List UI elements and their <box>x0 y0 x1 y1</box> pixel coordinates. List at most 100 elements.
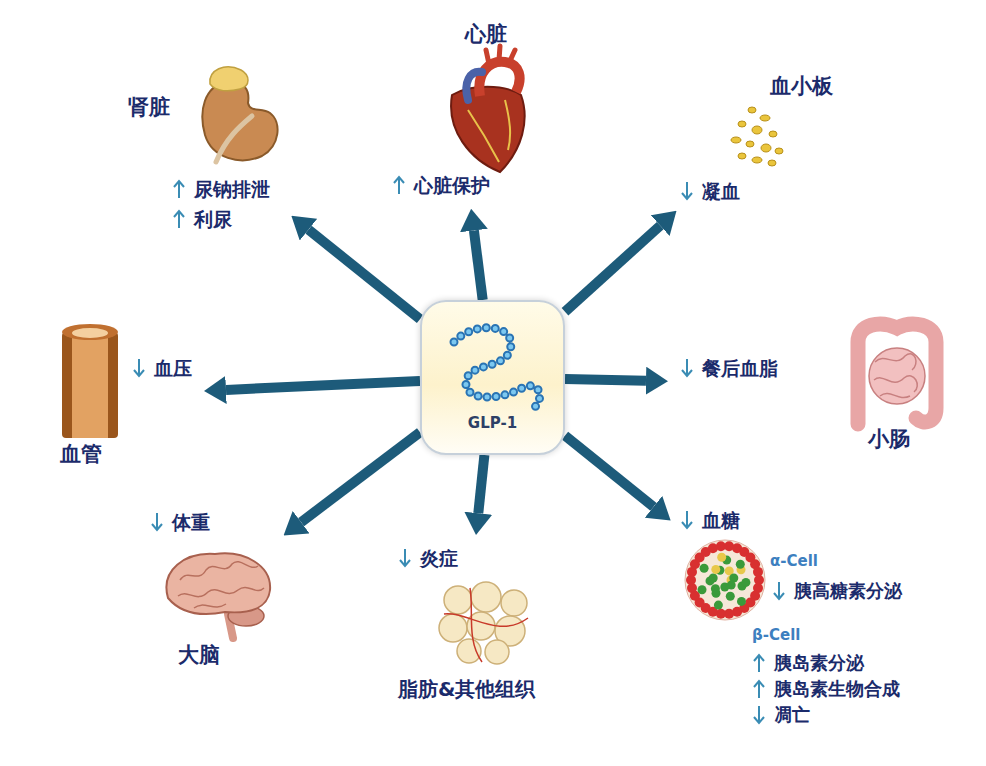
effect-row: 餐后血脂 <box>680 357 778 380</box>
decrease-arrow <box>680 510 694 530</box>
effect-row: 胰岛素分泌 <box>752 652 864 674</box>
arrow-glyph-stroke <box>682 182 692 199</box>
beta-cell-dot <box>720 583 729 592</box>
decrease-arrow <box>150 512 164 532</box>
arrow-glyph-stroke <box>682 511 692 528</box>
platelet <box>760 115 770 121</box>
effect-row: 尿钠排泄 <box>172 178 270 201</box>
decrease-arrow <box>680 358 694 378</box>
arrow-glyph-stroke <box>394 177 404 194</box>
beta-cell-dot <box>717 553 726 562</box>
organ-group: 血小板凝血 <box>680 74 833 203</box>
platelet <box>748 107 756 113</box>
effect-row: 凋亡 <box>752 704 810 726</box>
cell-type-label: α-Cell <box>770 552 818 570</box>
fat-illustration <box>439 582 528 664</box>
effect-text: 凋亡 <box>774 704 810 726</box>
effect-arrow <box>309 230 421 320</box>
arrow-glyph-stroke <box>774 582 784 599</box>
platelet <box>768 160 776 166</box>
decrease-arrow <box>132 358 146 378</box>
illustration-area <box>728 105 784 167</box>
organ-name: 小肠 <box>868 427 910 452</box>
arrow-glyph-stroke <box>754 706 764 723</box>
effect-text: 利尿 <box>194 208 232 231</box>
beta-cell-dot <box>736 560 745 569</box>
illustration-area <box>160 548 274 642</box>
beta-cell-dot <box>737 597 746 606</box>
beta-cell-dot <box>706 576 715 585</box>
effect-text: 尿钠排泄 <box>194 178 270 201</box>
effect-row: 血小板 <box>770 74 833 99</box>
heart-illustration <box>451 46 525 172</box>
increase-arrow <box>752 653 766 673</box>
beta-cell-dot <box>741 578 750 587</box>
beta-cell-dot <box>711 565 720 574</box>
illustration-area <box>438 580 532 666</box>
fat-cell <box>457 639 481 663</box>
effect-text: 心脏保护 <box>414 174 490 197</box>
beta-cell-dot <box>714 601 723 610</box>
illustration-area <box>845 316 945 430</box>
platelet <box>752 126 762 134</box>
fat-cell <box>439 614 467 642</box>
illustration-area <box>445 46 525 172</box>
vessel-illustration <box>62 324 118 438</box>
arrow-glyph-stroke <box>754 655 764 672</box>
heart-aorta <box>479 62 519 96</box>
effect-arrow <box>301 432 420 522</box>
organ-group: 心脏心脏保护 <box>392 22 525 197</box>
effect-row: 胰岛素生物合成 <box>752 678 900 700</box>
decrease-arrow <box>680 181 694 201</box>
effect-row: 血管 <box>60 442 102 467</box>
arrow-glyph-stroke <box>152 513 162 530</box>
brain-cerebrum <box>166 553 270 614</box>
hub-label: GLP-1 <box>422 414 563 432</box>
chain-beads-outline <box>454 328 540 408</box>
effect-text: 血糖 <box>702 509 740 532</box>
effect-text: 体重 <box>172 511 210 534</box>
vessel-wall <box>62 332 118 438</box>
arrow-glyph-stroke <box>174 181 184 198</box>
illustration-area <box>198 62 282 164</box>
organ-name: 心脏 <box>465 22 507 47</box>
organ-group: 肾脏尿钠排泄利尿 <box>128 62 282 231</box>
heart-pulmonary <box>466 72 482 100</box>
organ-name: 血管 <box>60 442 102 467</box>
decrease-arrow <box>752 705 766 725</box>
effect-text: 凝血 <box>702 180 740 203</box>
kidney-adrenal <box>210 67 248 91</box>
effect-row: α-Cell <box>770 552 818 570</box>
beta-cell-dot <box>726 592 735 601</box>
beta-cell-dot <box>698 585 707 594</box>
effect-row: 胰高糖素分泌 <box>772 580 902 602</box>
effect-arrow <box>565 436 654 507</box>
organ-group: 餐后血脂小肠 <box>680 316 945 452</box>
effect-row: 心脏保护 <box>392 174 490 197</box>
arrow-glyph-stroke <box>400 549 410 566</box>
hub-box: GLP-1 <box>420 300 565 455</box>
intestine-loops <box>874 354 917 398</box>
capillary <box>444 588 528 662</box>
increase-arrow <box>752 679 766 699</box>
organ-name: 肾脏 <box>128 95 170 120</box>
effect-arrow <box>565 226 660 312</box>
arrow-glyph-stroke <box>754 681 764 698</box>
increase-arrow <box>172 179 186 199</box>
platelet <box>752 157 762 163</box>
kidney-ureter <box>216 116 252 162</box>
effect-arrow <box>565 379 646 381</box>
effect-row: 血压 <box>132 357 192 380</box>
organ-group: 血糖 α-Cell 胰高糖素分泌 β-Cell 胰岛素分泌胰岛素生物合成凋亡 <box>680 509 902 726</box>
fat-cell <box>444 586 472 614</box>
effect-row: 血糖 <box>680 509 740 532</box>
alpha-cell-dot <box>753 567 763 577</box>
platelet-illustration <box>731 107 783 166</box>
cell-type-label: β-Cell <box>752 626 800 644</box>
effect-row: 小肠 <box>868 427 910 452</box>
organ-group: 血压血管 <box>58 322 192 467</box>
platelet <box>769 131 777 137</box>
effect-row: 脂肪&其他组织 <box>398 677 535 701</box>
